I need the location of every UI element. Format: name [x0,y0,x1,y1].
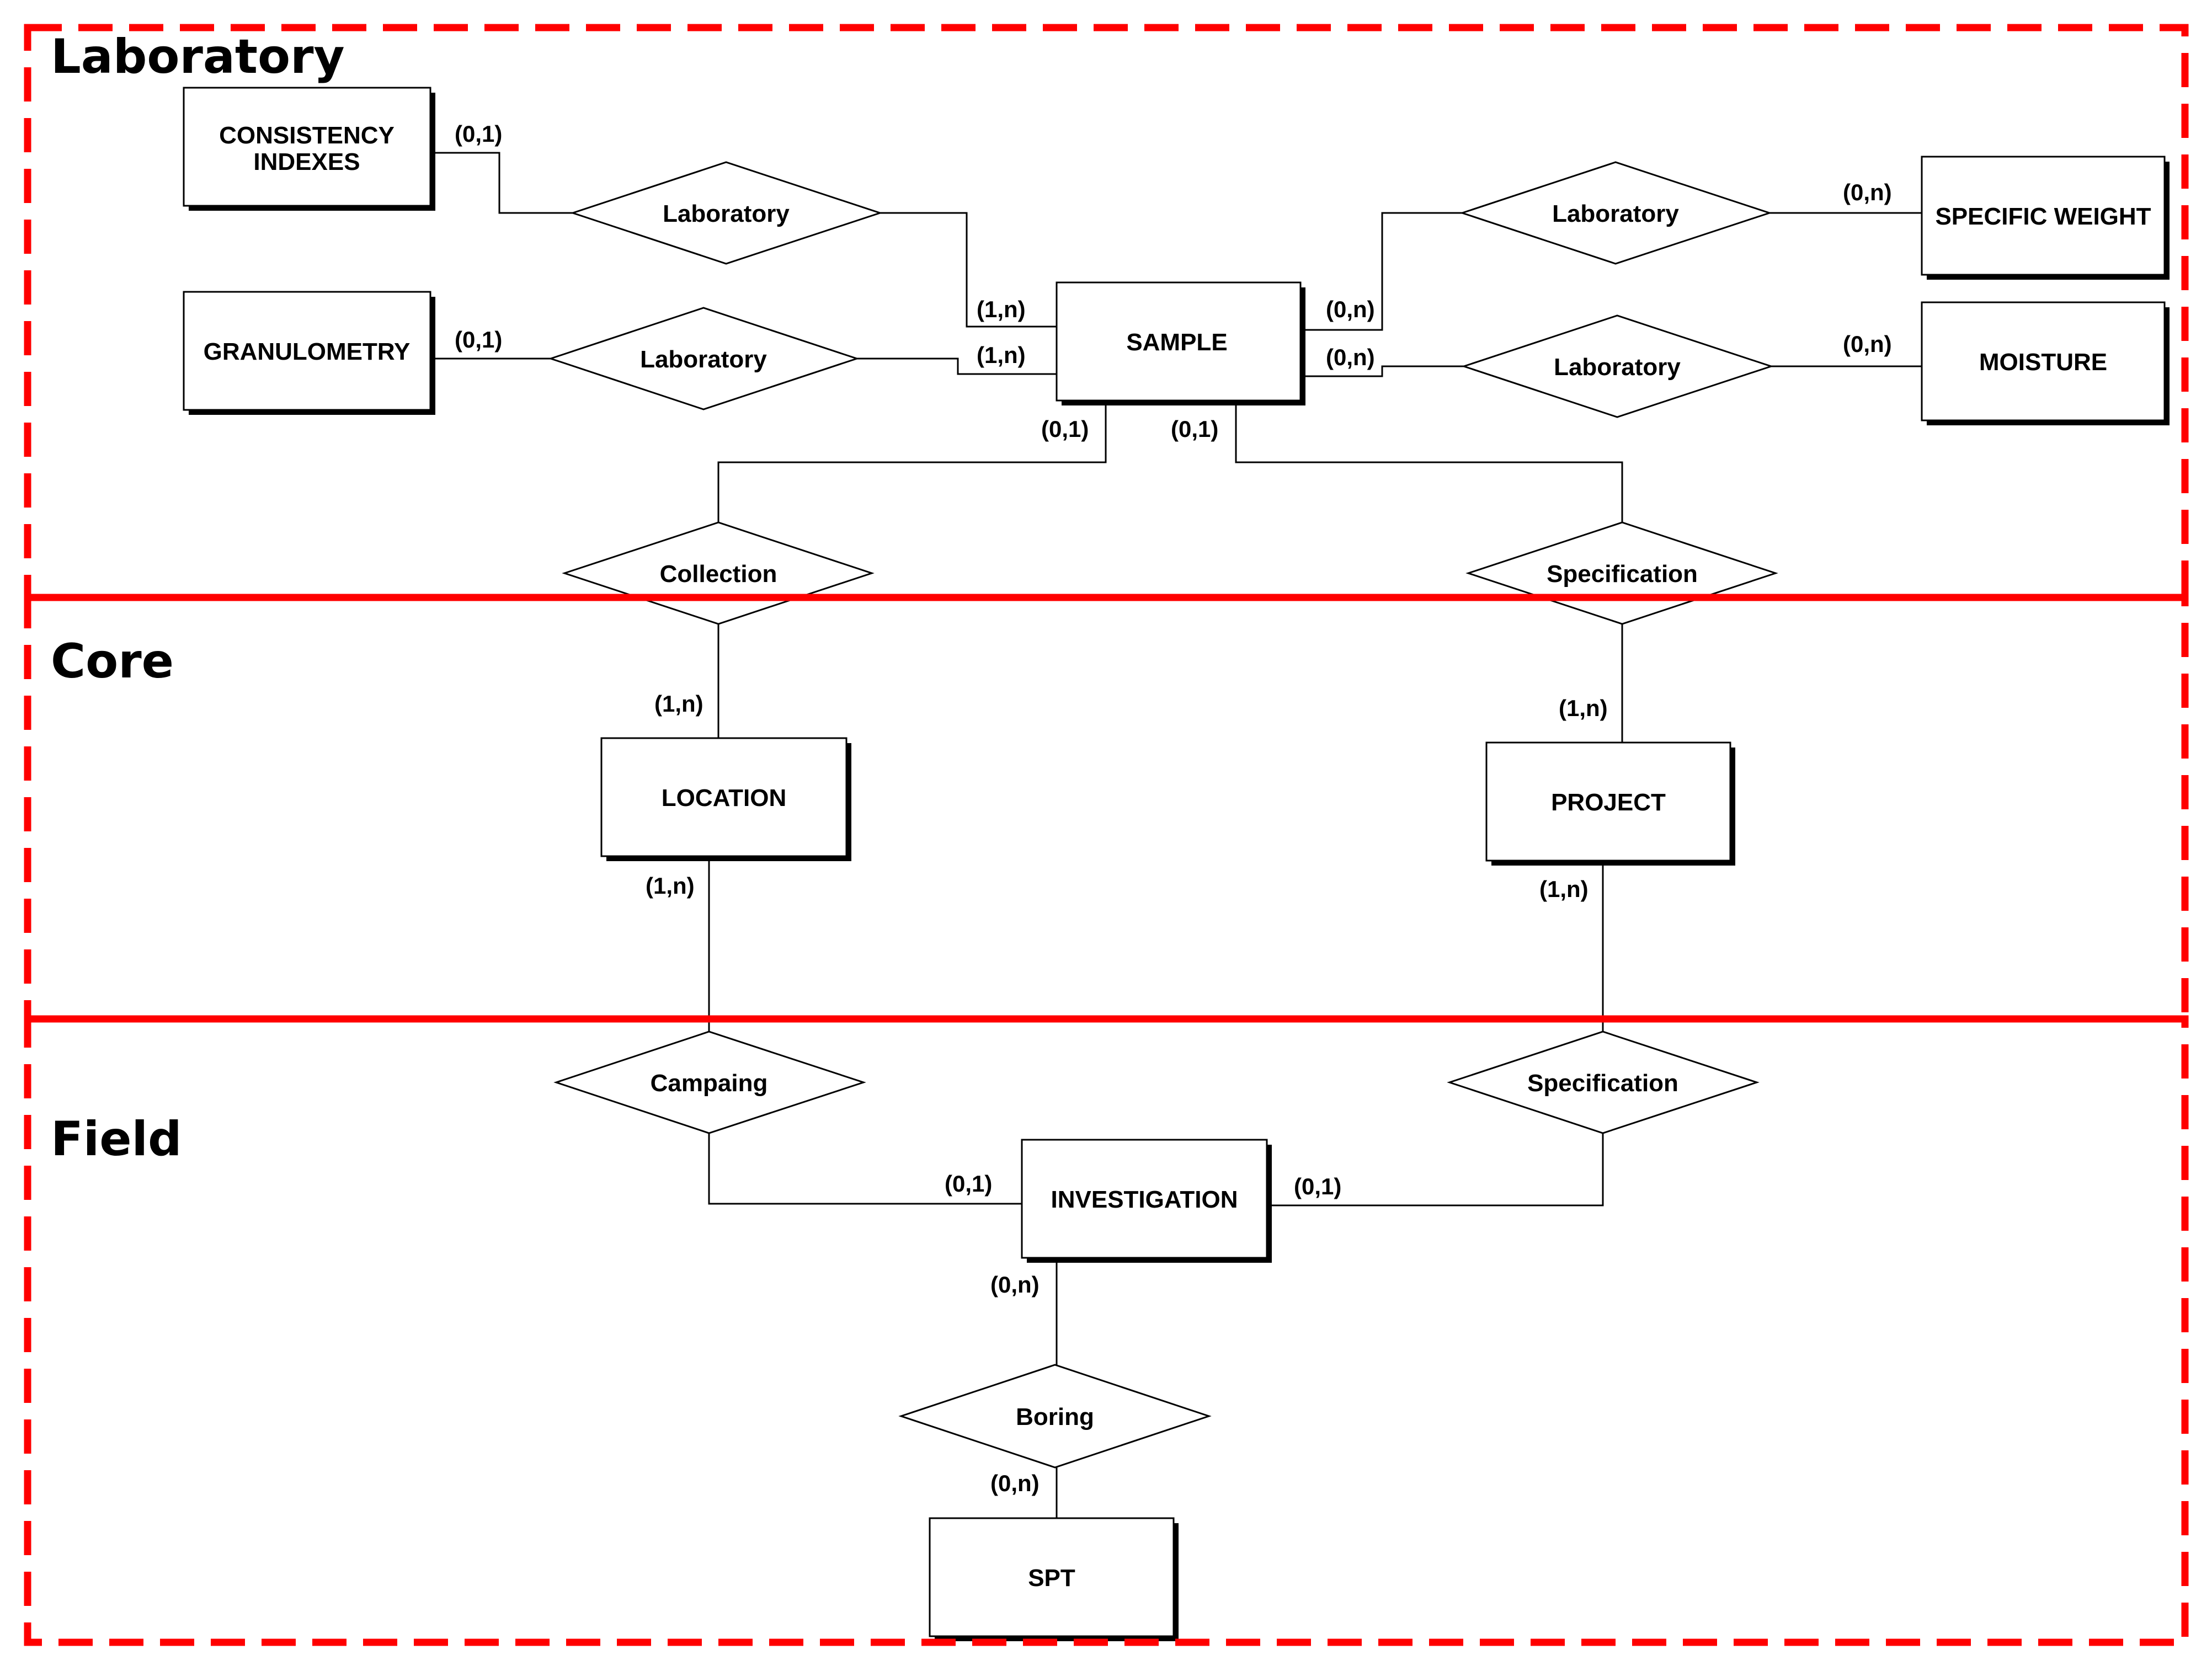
zone-field [24,1015,2189,1646]
connector-campaing-investigation [708,1133,1022,1205]
relationship-label: Laboratory [1554,354,1681,381]
relationship-label: Specification [1527,1070,1678,1097]
connector-lab-sample-2 [857,357,1057,375]
relationship-label: Boring [1016,1403,1094,1430]
entity-moisture: MOISTURE [1921,301,2170,425]
relationship-laboratory-granulometry: Laboratory [548,307,860,410]
relationship-label: Specification [1547,560,1698,588]
entity-label: SPECIFIC WEIGHT [1935,203,2151,230]
zone-core [24,594,2189,1023]
entity-project: PROJECT [1485,741,1735,866]
zone-title-core: Core [51,634,174,689]
entity-label: SAMPLE [1126,329,1227,356]
entity-label: PROJECT [1551,789,1666,816]
zone-boundaries [24,24,2189,1646]
cardinality-label: (0,n) [990,1470,1040,1496]
relationship-laboratory-specific-weight: Laboratory [1459,161,1772,265]
entity-label: MOISTURE [1979,349,2107,376]
entity-label: LOCATION [662,784,787,812]
relationship-label: Campaing [651,1070,768,1097]
cardinality-label: (0,n) [1326,296,1375,322]
entity-label: CONSISTENCY [219,122,395,149]
connector-consistency-lab [430,152,573,214]
entity-consistency-indexes: CONSISTENCY INDEXES [183,87,435,211]
cardinality-label: (1,n) [654,691,703,717]
cardinality-label: (0,n) [1843,179,1892,205]
cardinality-label: (1,n) [1559,695,1608,721]
relationship-label: Laboratory [663,200,790,227]
cardinality-label: (0,1) [1171,416,1218,442]
relationship-boring: Boring [898,1364,1212,1469]
entity-investigation: INVESTIGATION [1021,1139,1272,1263]
connector-lab-sample-1 [880,212,1057,328]
cardinality-label: (1,n) [977,342,1026,368]
cardinality-label: (0,1) [1041,416,1089,442]
entity-location: LOCATION [600,737,851,861]
cardinality-label: (1,n) [1539,876,1589,902]
entity-specific-weight: SPECIFIC WEIGHT [1921,156,2170,280]
cardinalities: (0,1) (1,n) (0,1) (1,n) (0,n) (0,n) (0,n… [455,121,1892,1496]
cardinality-label: (0,n) [1326,344,1375,370]
cardinality-label: (0,1) [1294,1173,1341,1199]
connectors [430,152,1922,1518]
connector-sample-specification [1235,402,1623,522]
entity-label: SPT [1028,1565,1075,1592]
entity-sample: SAMPLE [1056,281,1305,405]
relationship-collection: Collection [562,521,875,625]
relationship-campaing: Campaing [553,1031,866,1134]
cardinality-label: (1,n) [977,296,1026,322]
connector-sample-collection [717,402,1107,522]
relationship-laboratory-consistency: Laboratory [570,161,883,265]
connector-sample-lab-moist [1300,365,1464,377]
relationship-laboratory-moisture: Laboratory [1461,314,1774,418]
cardinality-label: (1,n) [646,873,695,899]
entity-label: INVESTIGATION [1051,1186,1238,1213]
entity-spt: SPT [929,1517,1179,1641]
cardinality-label: (0,1) [455,327,502,353]
entity-granulometry: GRANULOMETRY [183,291,435,415]
zone-title-laboratory: Laboratory [51,29,345,84]
cardinality-label: (0,1) [945,1171,992,1197]
connector-specification-investigation [1267,1133,1604,1206]
entity-label: GRANULOMETRY [204,338,411,365]
relationship-specification-field: Specification [1447,1031,1760,1134]
cardinality-label: (0,1) [455,121,502,147]
relationship-specification-core: Specification [1465,521,1778,625]
cardinality-label: (0,n) [1843,331,1892,357]
zone-title-field: Field [51,1112,182,1167]
zone-laboratory [24,24,2189,601]
relationship-label: Laboratory [1552,200,1679,227]
cardinality-label: (0,n) [990,1272,1040,1298]
relationship-label: Collection [660,560,777,588]
relationship-label: Laboratory [640,346,767,373]
entity-label: INDEXES [253,148,360,175]
connector-sample-lab-sw [1300,212,1462,331]
